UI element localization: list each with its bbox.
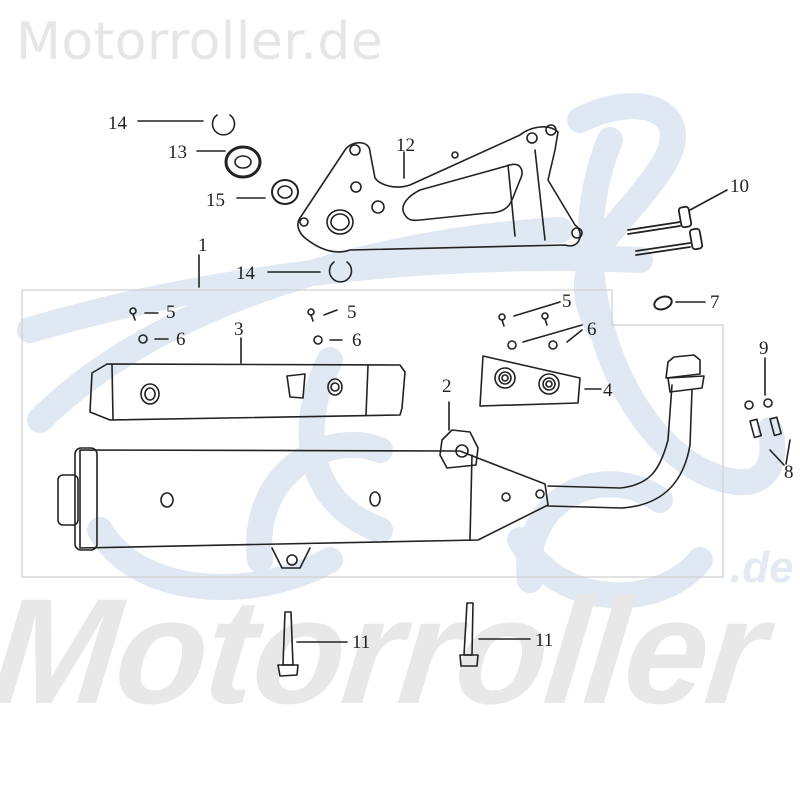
heat-shield-icon — [89, 363, 406, 421]
screw-washer-left-icon — [129, 307, 169, 344]
callout-2: 2 — [442, 376, 452, 397]
callout-5c: 5 — [562, 291, 572, 312]
screw-washer-right-icon — [498, 301, 583, 350]
bracket-bolts-icon — [627, 205, 704, 256]
muffler-bolts-icon — [277, 602, 479, 677]
callout-9: 9 — [759, 338, 769, 359]
callout-15: 15 — [206, 190, 225, 211]
seal-icon — [271, 179, 299, 205]
heat-shield-plate-icon — [479, 355, 581, 407]
muffler-bracket-icon — [297, 124, 583, 253]
callout-14a: 14 — [108, 113, 128, 134]
assembly-outline-box — [21, 289, 724, 578]
exhaust-gasket-icon — [653, 295, 673, 311]
screw-washer-mid-icon — [307, 308, 343, 345]
watermark-de-text: .de — [730, 543, 794, 592]
callout-1: 1 — [198, 235, 208, 256]
circlip-lower-icon — [328, 261, 353, 283]
callout-8: 8 — [784, 462, 794, 483]
callout-13: 13 — [168, 142, 187, 163]
callout-6b: 6 — [352, 330, 362, 351]
callout-7: 7 — [710, 292, 720, 313]
callout-5a: 5 — [166, 302, 176, 323]
bearing-icon — [224, 145, 262, 179]
callout-11a: 11 — [352, 632, 370, 653]
callout-4: 4 — [603, 380, 613, 401]
callout-6c: 6 — [587, 319, 597, 340]
callout-14b: 14 — [236, 263, 256, 284]
circlip-icon — [211, 114, 236, 136]
callout-11b: 11 — [535, 630, 553, 651]
callout-12: 12 — [396, 135, 415, 156]
washers-nuts-icon — [744, 357, 791, 466]
watermark-top-text: Motorroller.de — [16, 12, 384, 72]
callout-10: 10 — [730, 176, 749, 197]
callout-5b: 5 — [347, 302, 357, 323]
muffler-body-icon — [57, 354, 705, 569]
callout-6a: 6 — [176, 329, 186, 350]
callout-3: 3 — [234, 319, 244, 340]
